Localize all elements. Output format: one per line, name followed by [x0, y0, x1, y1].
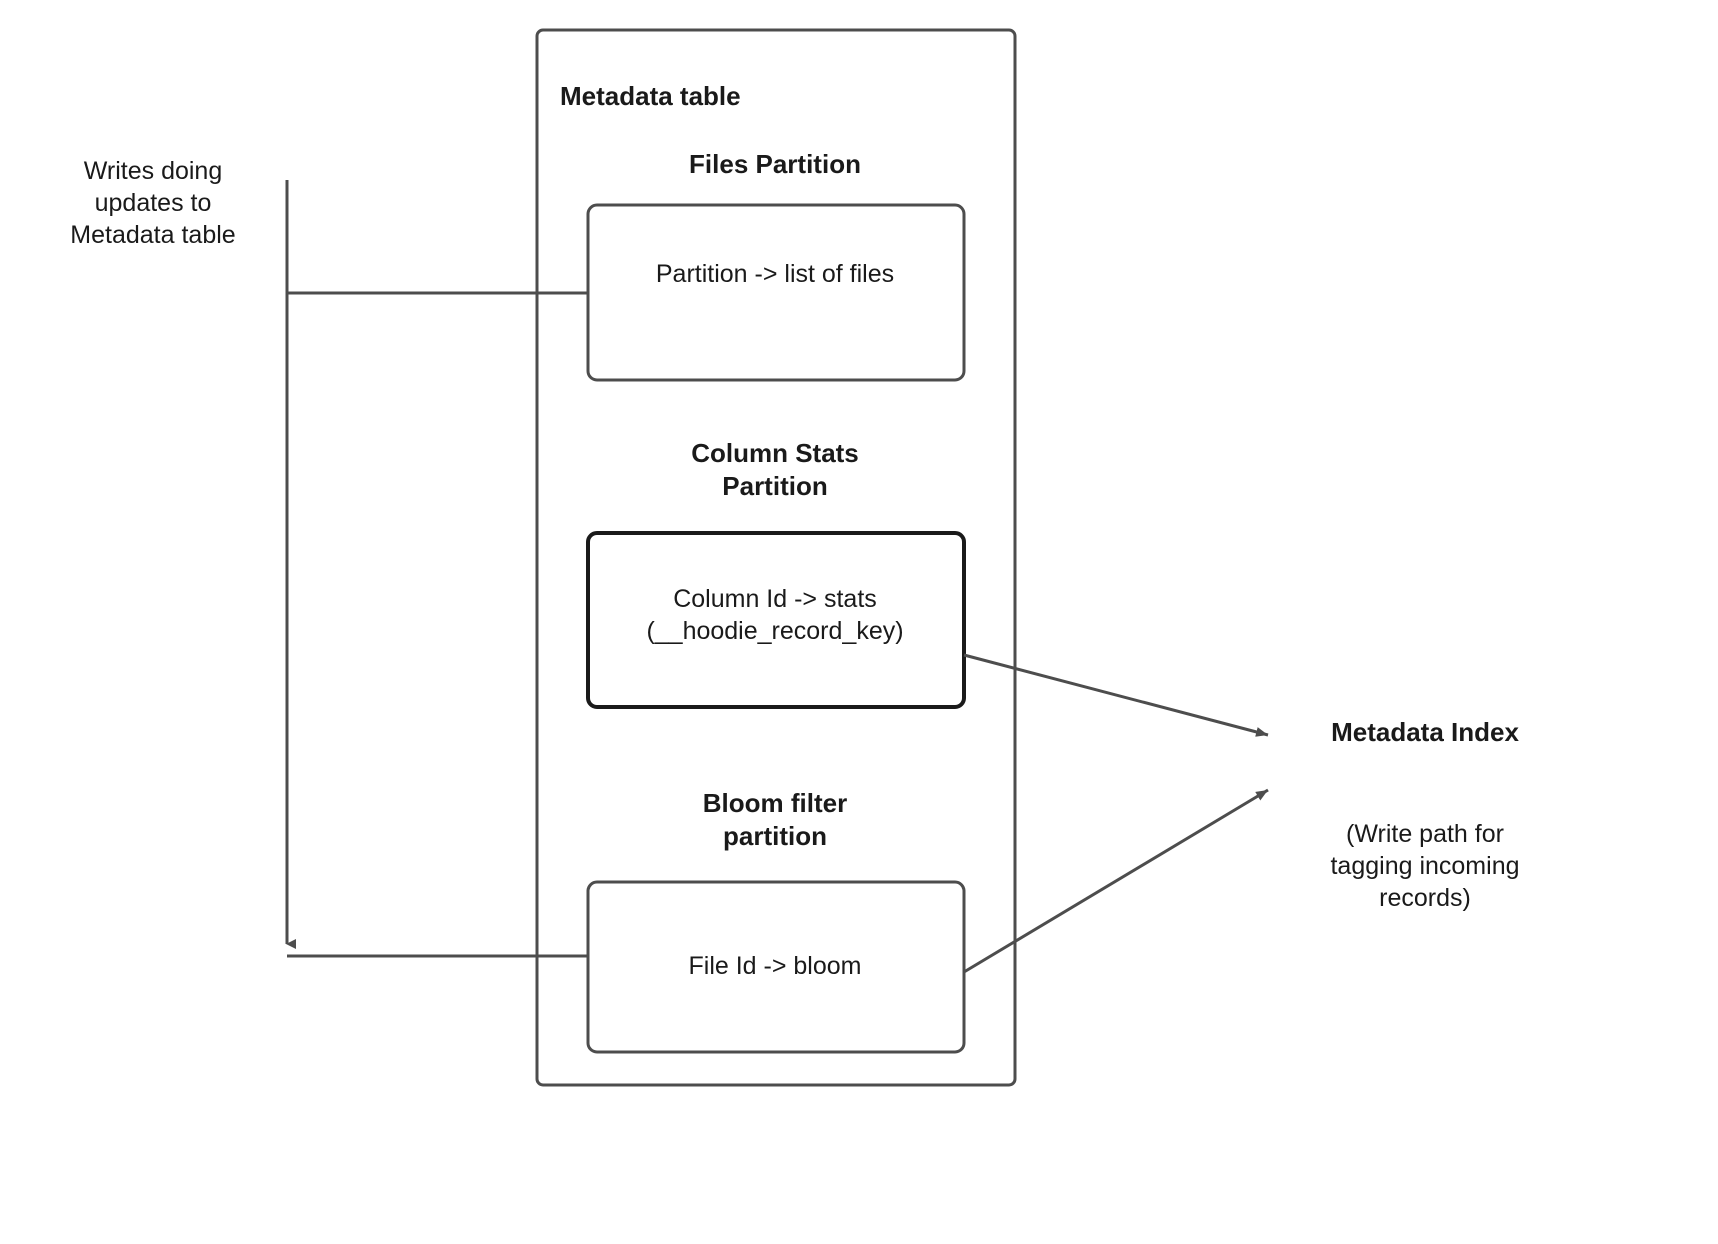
bloom-filter-partition-box-text: File Id -> bloom [688, 952, 862, 980]
column-stats-partition-heading: Column Stats Partition [691, 438, 859, 502]
files-partition-box-text: Partition -> list of files [655, 260, 895, 288]
metadata-index-subtitle: (Write path for tagging incoming records… [1330, 820, 1520, 912]
files-partition-heading: Files Partition [689, 149, 861, 179]
metadata-index-title: Metadata Index [1331, 717, 1519, 747]
bloom-filter-partition-heading: Bloom filter partition [702, 788, 848, 852]
writes-note-label: Writes doing updates to Metadata table [70, 157, 236, 249]
column-stats-partition-box-text: Column Id -> stats (__hoodie_record_key) [646, 585, 904, 645]
files-partition-box [586, 203, 966, 382]
metadata-table-title: Metadata table [560, 81, 741, 111]
colstats-to-index-arrow [963, 653, 1269, 737]
bloom-to-index-arrow [963, 788, 1269, 974]
metadata-table-container [535, 28, 1017, 1087]
